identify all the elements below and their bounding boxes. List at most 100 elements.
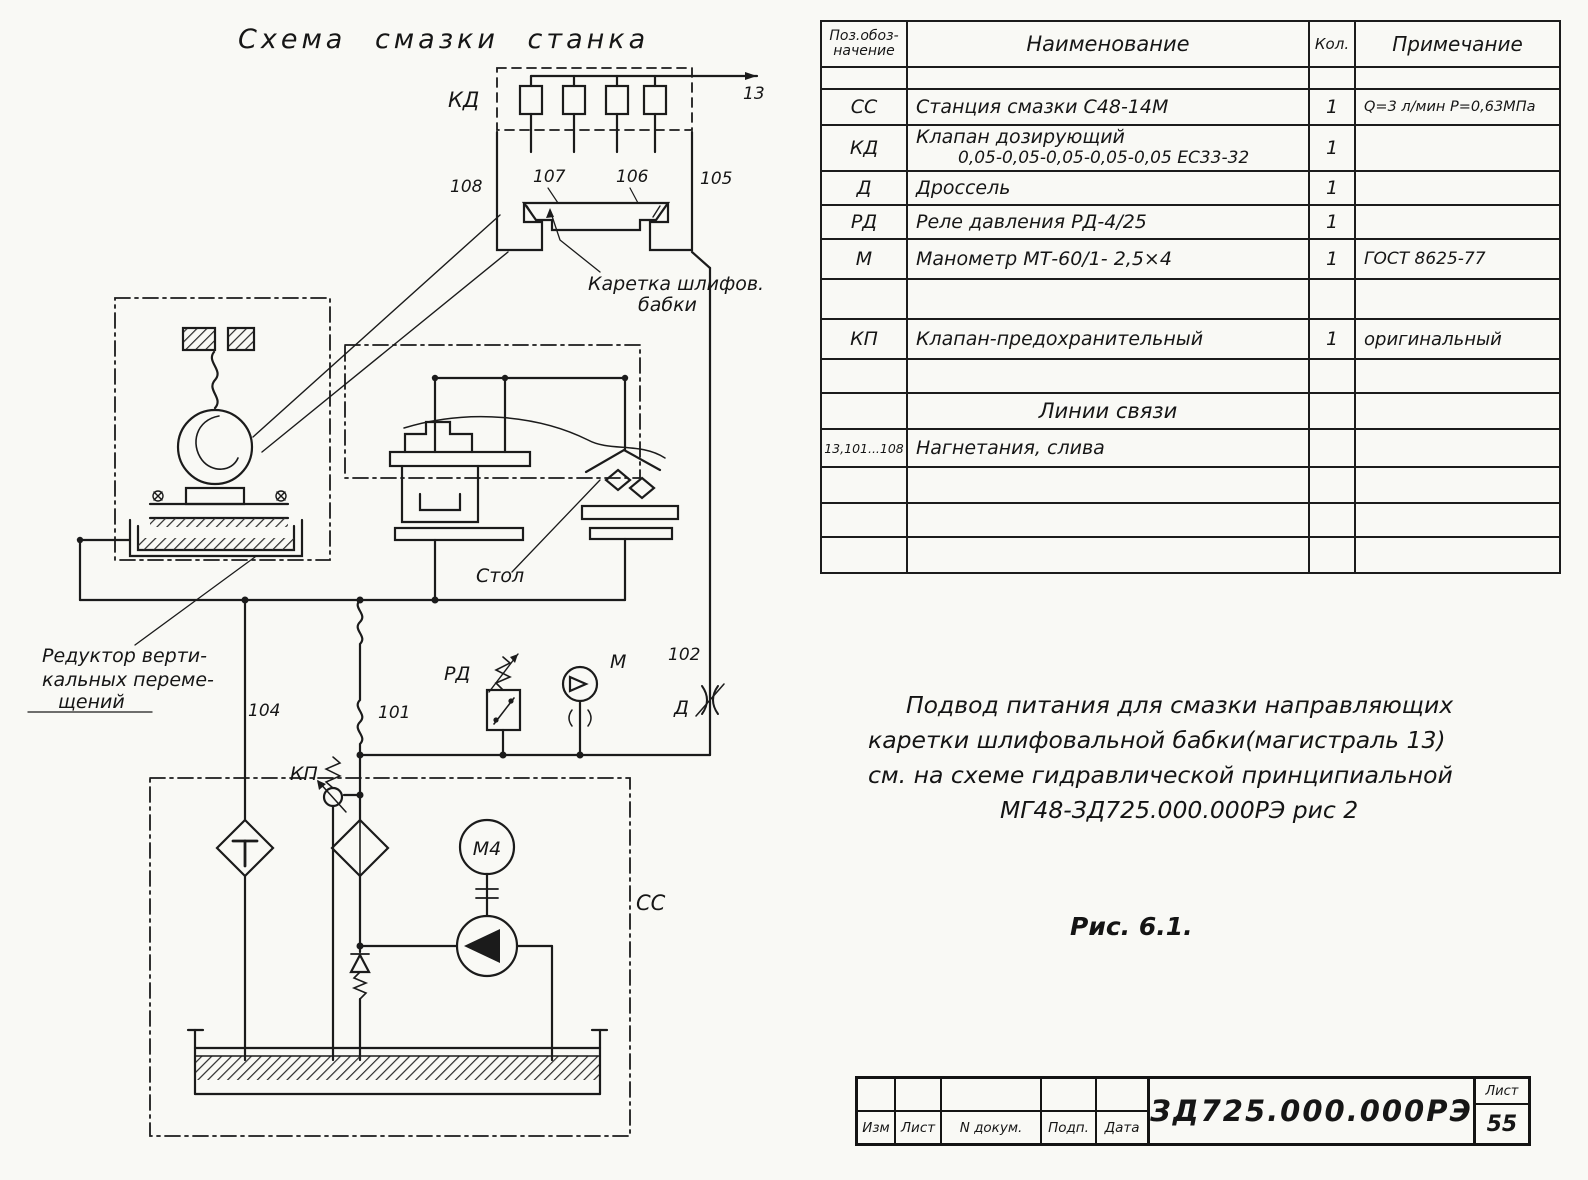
cell-name: Линии связи [908, 394, 1310, 428]
note-line-2: каретки шлифовальной бабки(магистраль 13… [868, 726, 1446, 754]
cell-note [1356, 172, 1559, 204]
station-boundary [149, 777, 631, 1137]
m4-label: М4 [473, 838, 501, 860]
cell-name: Дроссель [908, 172, 1310, 204]
reducer-label-line3: щений [58, 691, 125, 713]
sheet-label: Лист [1475, 1079, 1528, 1105]
cell-note: ГОСТ 8625-77 [1364, 249, 1486, 269]
pressure-relay-symbol: РД [444, 653, 522, 757]
cell-qty: 1 [1310, 206, 1356, 238]
oil-bath [128, 518, 304, 558]
pipe-to-wheel-1 [252, 214, 501, 438]
spec-row-section: Линии связи [822, 394, 1559, 430]
document-number: ЗД725.000.000РЭ [1150, 1079, 1476, 1143]
kd-label: КД [448, 88, 479, 112]
cell-name: Манометр МТ-60/1- 2,5×4 [908, 240, 1310, 278]
cell-note [1356, 206, 1559, 238]
pipe-102: 102 [668, 250, 712, 757]
spec-row-lines: 13,101...108 Нагнетания, слива [822, 430, 1559, 468]
col-izm: Изм [858, 1112, 896, 1143]
spec-header-row: Поз.обоз- начение Наименование Кол. Прим… [822, 22, 1559, 68]
spec-row-kd: КД Клапан дозирующий 0,05-0,05-0,05-0,05… [822, 126, 1559, 172]
cell-qty: 1 [1310, 320, 1356, 358]
header-note: Примечание [1392, 32, 1523, 56]
pipe-107-label: 107 [533, 167, 566, 187]
spec-blank-row [822, 504, 1559, 538]
spec-row-m: М Манометр МТ-60/1- 2,5×4 1 ГОСТ 8625-77 [822, 240, 1559, 280]
note-line-1: Подвод питания для смазки направляющих [906, 691, 1454, 719]
cell-pos: РД [822, 206, 908, 238]
kd-name-line1: Клапан дозирующий [916, 126, 1125, 149]
motor-symbol: М4 [458, 818, 516, 918]
cell-note [1356, 430, 1559, 466]
cell-qty [1310, 430, 1356, 466]
cell-qty: 1 [1310, 90, 1356, 124]
pipe-104-label: 104 [248, 701, 280, 721]
pipe-108-label: 108 [450, 177, 483, 197]
spec-row-rd: РД Реле давления РД-4/25 1 [822, 206, 1559, 240]
parts-table: Поз.обоз- начение Наименование Кол. Прим… [820, 20, 1561, 574]
pipe-102-label: 102 [668, 645, 700, 665]
cell-pos [822, 394, 908, 428]
carriage-label-line2: бабки [638, 294, 697, 316]
pipe-lines: 101 104 [76, 536, 627, 822]
pipe-101 [356, 598, 364, 797]
sheet-cell: Лист 55 [1475, 1079, 1528, 1143]
pipe-13-label: 13 [743, 84, 765, 104]
cell-pos: 13,101...108 [822, 430, 908, 466]
spec-row-kp: КП Клапан-предохранительный 1 оригинальн… [822, 320, 1559, 360]
cell-note: Q=3 л/мин Р=0,63МПа [1364, 99, 1536, 115]
cell-qty: 1 [1310, 172, 1356, 204]
col-data: Дата [1104, 1119, 1140, 1136]
filter-symbol-main [330, 793, 459, 954]
title-block: Изм Лист N докум. Подп. Дата ЗД725.000.0… [855, 1076, 1531, 1146]
cell-pos: Д [822, 172, 908, 204]
spec-blank-row [822, 360, 1559, 394]
clamp-block-left [181, 326, 217, 352]
cable-line [210, 350, 219, 410]
d-label: Д [673, 697, 689, 719]
cell-note [1356, 394, 1559, 428]
safety-valve-symbol: КП [290, 756, 364, 1062]
pipe-101-label: 101 [378, 703, 410, 723]
reducer-label: Редуктор верти- кальных переме- щений [27, 556, 256, 713]
diagram-title: Схема смазки станка [238, 24, 649, 55]
carriage-label: Каретка шлифов. бабки [546, 208, 764, 316]
cell-pos: КП [822, 320, 908, 358]
lubrication-diagram: Схема смазки станка 13 КД [27, 24, 765, 1137]
grinding-head-unit [114, 297, 331, 561]
cell-note [1356, 126, 1559, 170]
spec-blank-row [822, 280, 1559, 320]
manometer-symbol: М [561, 651, 626, 757]
sheet-number: 55 [1486, 1111, 1518, 1137]
pump-symbol [455, 914, 554, 1062]
header-pos-line2: начение [833, 43, 895, 59]
col-list: Лист [896, 1112, 942, 1143]
cc-label: СС [636, 891, 666, 915]
header-name: Наименование [908, 22, 1310, 66]
spec-row-cc: СС Станция смазки С48-14М 1 Q=3 л/мин Р=… [822, 90, 1559, 126]
pipe-105-label: 105 [700, 169, 732, 189]
m-label: М [610, 651, 626, 673]
spec-blank-row [822, 538, 1559, 572]
support-screw-left [152, 490, 164, 502]
header-pos: Поз.обоз- начение [822, 22, 908, 66]
dosing-valve-block: 13 КД [448, 67, 765, 154]
carriage-outline: 108 107 106 105 [450, 130, 732, 252]
header-pos-line1: Поз.обоз- [829, 27, 899, 44]
cell-name: Станция смазки С48-14М [908, 90, 1310, 124]
pipe-13-arrow [745, 72, 757, 80]
oil-tank [186, 1028, 609, 1096]
spec-blank-row [822, 68, 1559, 90]
spec-blank-row [822, 468, 1559, 504]
reducer-label-line2: кальных переме- [42, 669, 214, 691]
cell-name: Реле давления РД-4/25 [908, 206, 1310, 238]
note-block: Подвод питания для смазки направляющих к… [868, 688, 1508, 828]
clamp-block-right [226, 326, 256, 352]
cell-name: Нагнетания, слива [908, 430, 1310, 466]
cell-qty: 1 [1310, 240, 1356, 278]
spec-row-d: Д Дроссель 1 [822, 172, 1559, 206]
table-ways-unit: Стол [344, 344, 680, 602]
carriage-label-line1: Каретка шлифов. [588, 273, 764, 295]
